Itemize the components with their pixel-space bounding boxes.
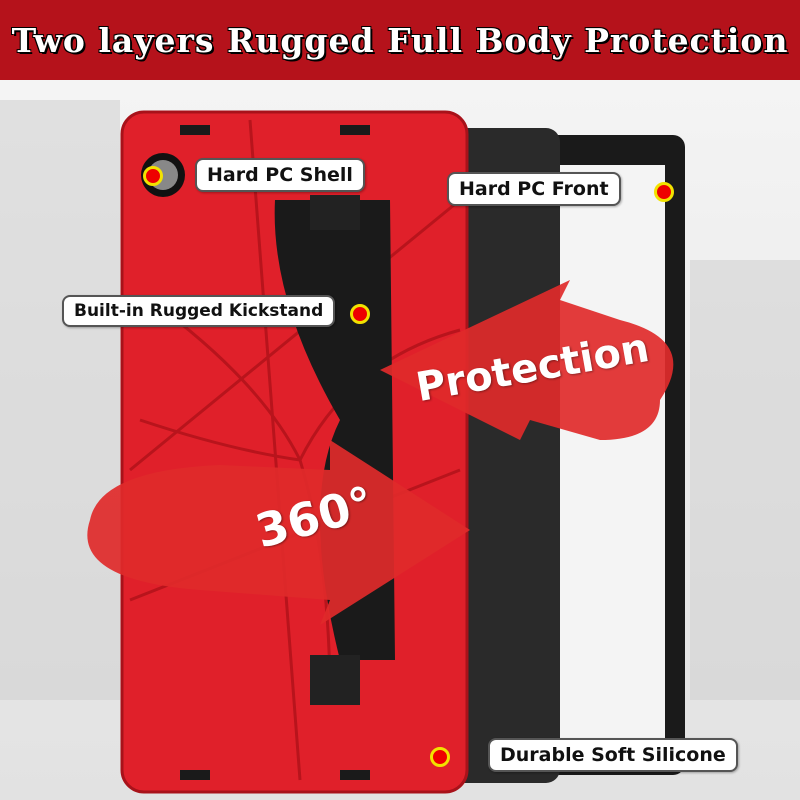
marker-dot <box>654 182 674 202</box>
header-banner: Two layers Rugged Full Body Protection <box>0 0 800 80</box>
silicone-case <box>120 110 469 794</box>
callout-soft-silicone: Durable Soft Silicone <box>488 738 738 772</box>
callout-hard-pc-front: Hard PC Front <box>447 172 621 206</box>
marker-dot <box>143 166 163 186</box>
protection-arrow <box>380 280 674 440</box>
banner-title: Two layers Rugged Full Body Protection <box>11 20 789 60</box>
callout-kickstand: Built-in Rugged Kickstand <box>62 295 336 327</box>
hard-pc-front-frame <box>450 128 685 783</box>
callout-hard-pc-shell: Hard PC Shell <box>195 158 365 192</box>
marker-dot <box>350 304 370 324</box>
marker-dot <box>430 747 450 767</box>
360-arrow <box>87 440 470 625</box>
